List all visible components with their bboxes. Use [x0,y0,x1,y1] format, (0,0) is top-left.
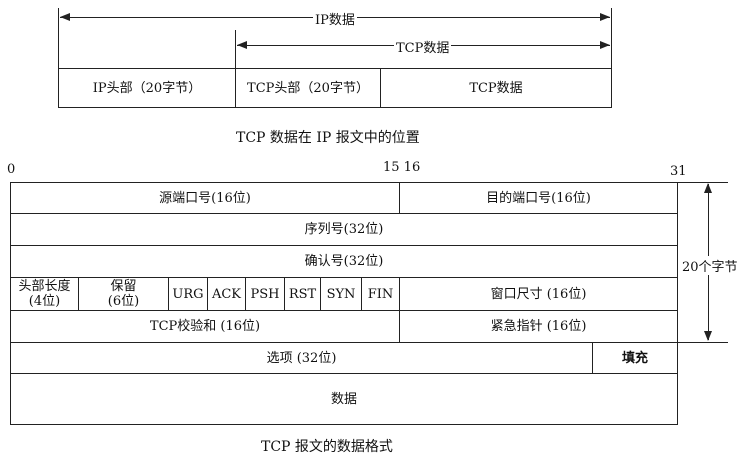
header-length-field: 头部长度 (4位) [10,277,79,311]
reserved-label: 保留 [110,279,137,294]
tcp-data-label: TCP数据 [394,37,452,56]
ip-header-label: IP头部（20字节） [92,80,202,96]
urgent-pointer-label: 紧急指针 (16位) [490,319,587,334]
flag-psh-label: PSH [250,286,280,302]
bit-label-mid: 15 16 [383,160,421,175]
bit-label-start: 0 [7,162,16,177]
header-size-bottom-tick [678,342,728,343]
source-port-field: 源端口号(16位) [10,182,400,214]
checksum-field: TCP校验和 (16位) [10,310,400,343]
sequence-number-field: 序列号(32位) [10,213,678,246]
ip-diagram-caption: TCP 数据在 IP 报文中的位置 [236,130,420,146]
ack-number-label: 确认号(32位) [304,254,384,269]
flag-psh: PSH [245,277,285,311]
ip-header-cell: IP头部（20字节） [58,68,236,108]
tcp-data-cell: TCP数据 [380,68,612,108]
ack-number-field: 确认号(32位) [10,245,678,278]
destination-port-field: 目的端口号(16位) [399,182,678,214]
header-length-label: 头部长度 [18,279,71,294]
data-field: 数据 [10,373,678,425]
tcp-data-cell-label: TCP数据 [469,80,523,96]
flag-urg-label: URG [172,286,204,302]
options-label: 选项 (32位) [266,350,337,366]
header-size-label: 20个字节 [680,256,740,275]
ip-data-right-tick [611,8,612,68]
tcp-header-cell: TCP头部（20字节） [235,68,381,108]
flag-fin: FIN [361,277,400,311]
tcp-header-label: TCP头部（20字节） [247,80,369,96]
data-label: 数据 [330,391,357,407]
flag-rst: RST [284,277,321,311]
tcp-data-left-tick [235,30,236,68]
bit-label-end: 31 [670,164,687,179]
ip-data-label: IP数据 [313,9,357,28]
flag-ack: ACK [207,277,246,311]
checksum-label: TCP校验和 (16位) [149,319,261,334]
padding-label: 填充 [621,350,648,366]
urgent-pointer-field: 紧急指针 (16位) [399,310,678,343]
reserved-field: 保留 (6位) [78,277,169,311]
flag-syn-label: SYN [326,286,356,302]
padding-field: 填充 [592,342,678,374]
flag-syn: SYN [320,277,362,311]
flag-rst-label: RST [288,286,317,302]
sequence-number-label: 序列号(32位) [304,222,384,237]
destination-port-label: 目的端口号(16位) [486,190,591,206]
tcp-format-caption: TCP 报文的数据格式 [261,439,393,455]
ip-data-left-tick [58,8,59,68]
reserved-bits: (6位) [107,294,140,309]
window-size-label: 窗口尺寸 (16位) [490,286,587,302]
flag-urg: URG [168,277,208,311]
header-size-arrowheads [704,183,712,341]
options-field: 选项 (32位) [10,342,593,374]
flag-fin-label: FIN [367,286,394,302]
header-size-top-tick [678,182,728,183]
source-port-label: 源端口号(16位) [159,190,251,206]
window-size-field: 窗口尺寸 (16位) [399,277,678,311]
ip-data-arrowheads [60,13,610,49]
header-length-bits: (4位) [28,294,61,309]
flag-ack-label: ACK [211,286,242,302]
